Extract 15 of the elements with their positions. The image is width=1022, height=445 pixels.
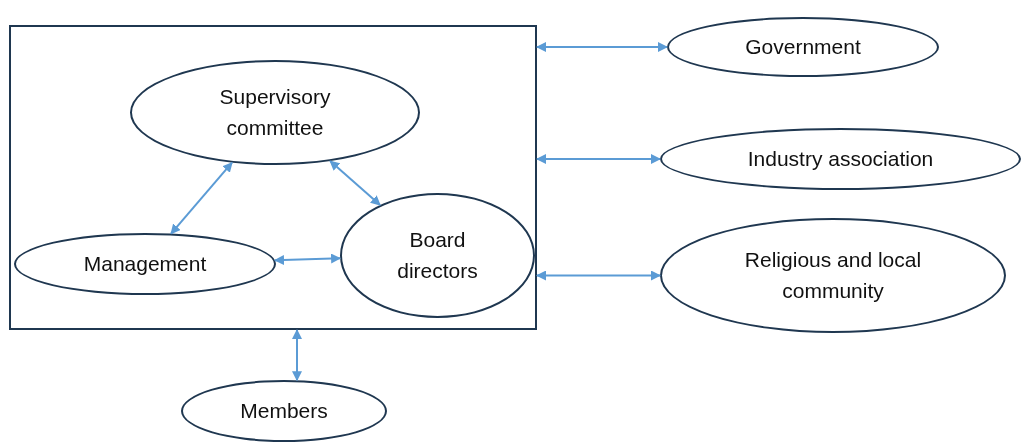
node-label: Government [744,33,862,60]
double-arrow [170,161,233,235]
double-arrow [329,160,382,206]
double-arrow [536,270,661,281]
double-arrow [292,329,302,382]
node-label: Members [239,397,329,424]
double-arrow [274,253,342,265]
node-label: Supervisory committee [218,84,332,141]
node-label: Management [82,250,208,277]
node-label: Board directors [396,227,479,284]
node-label: Industry association [746,145,935,172]
node-label: Religious and local community [743,247,923,304]
boundary-box [9,25,537,330]
double-arrow [536,42,668,52]
double-arrow [536,154,661,164]
